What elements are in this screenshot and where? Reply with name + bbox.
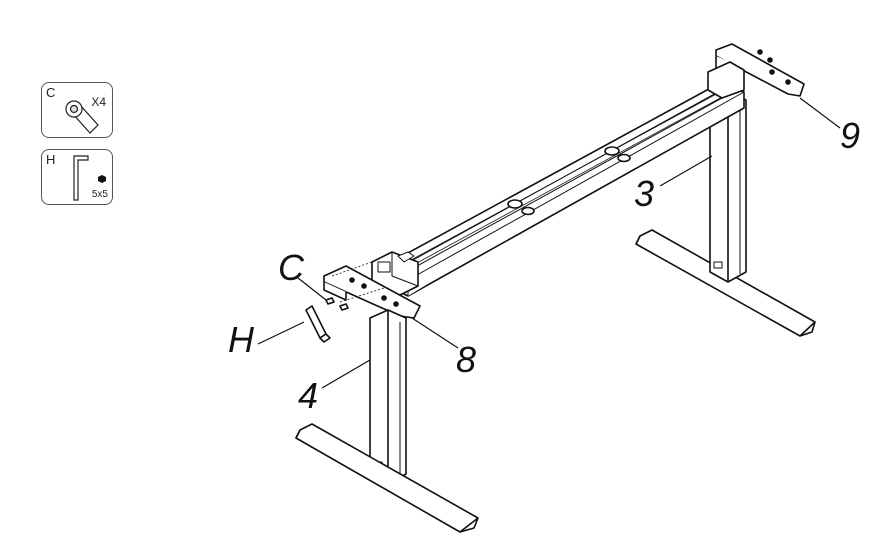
- screw-icon: [65, 100, 99, 134]
- hardware-box-c: C X4: [41, 82, 113, 138]
- callout-8: 8: [456, 339, 477, 380]
- left-leg-4: [369, 309, 407, 485]
- hardware-size-h: 5x5: [91, 189, 108, 200]
- callout-h: H: [228, 319, 254, 360]
- right-leg-3: [709, 91, 747, 283]
- hex-key-icon: [73, 155, 106, 201]
- leader-lines: [257, 97, 841, 389]
- screws-c: [325, 297, 349, 311]
- hex-key-h: [305, 305, 331, 343]
- left-bracket-8: [323, 261, 421, 319]
- left-foot: [295, 423, 479, 533]
- callout-c: C: [278, 247, 304, 288]
- hardware-letter-c: C: [46, 85, 56, 100]
- hex-size-icon: [98, 175, 106, 183]
- right-bracket-9: [707, 43, 805, 99]
- callout-4: 4: [298, 375, 319, 416]
- callout-3: 3: [634, 173, 655, 214]
- hardware-letter-h: H: [46, 152, 56, 167]
- callout-9: 9: [840, 115, 861, 156]
- right-foot: [635, 229, 816, 337]
- hardware-quantity-c: X4: [91, 95, 106, 109]
- hardware-box-h: H 5x5: [41, 149, 113, 205]
